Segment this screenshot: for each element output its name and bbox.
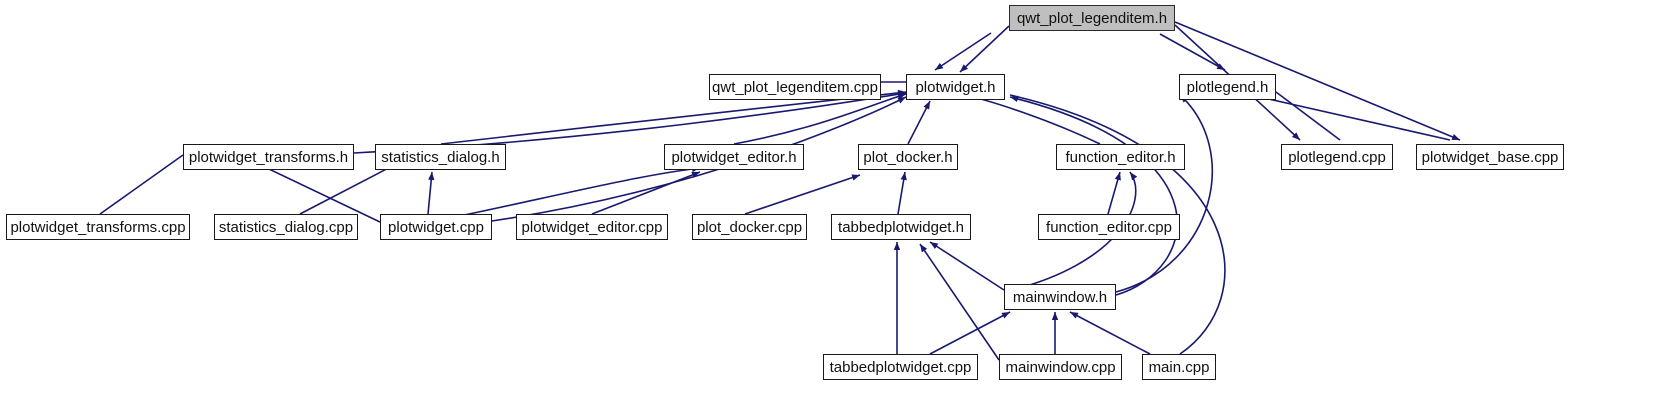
graph-node-qwt-plot-legenditem-cpp[interactable]: qwt_plot_legenditem.cpp	[709, 74, 881, 100]
graph-node-label: function_editor.cpp	[1046, 218, 1172, 236]
dependency-edge	[897, 171, 907, 215]
graph-node-label: statistics_dialog.h	[381, 148, 500, 166]
graph-node-label: plotwidget_transforms.h	[188, 148, 349, 166]
dependency-edge	[1107, 171, 1121, 215]
graph-node-main-cpp[interactable]: main.cpp	[1142, 354, 1216, 380]
graph-node-statistics-dialog-h[interactable]: statistics_dialog.h	[375, 144, 506, 170]
dependency-edge	[1115, 94, 1213, 293]
dependency-edge	[959, 92, 1101, 145]
dependency-edge	[744, 174, 861, 215]
graph-node-plotlegend-h[interactable]: plotlegend.h	[1179, 74, 1276, 100]
graph-node-plotwidget-h[interactable]: plotwidget.h	[906, 74, 1005, 100]
graph-node-label: plotwidget_editor.cpp	[521, 218, 663, 236]
graph-node-tabbedplotwidget-h[interactable]: tabbedplotwidget.h	[831, 214, 971, 240]
dependency-edge	[1275, 91, 1341, 141]
graph-node-label: qwt_plot_legenditem.cpp	[712, 78, 878, 96]
graph-node-plotlegend-cpp[interactable]: plotlegend.cpp	[1281, 144, 1393, 170]
dependency-edge	[459, 165, 701, 217]
dependency-edge	[1259, 96, 1451, 141]
graph-node-label: plotwidget.h	[915, 78, 996, 96]
dependency-edge	[919, 243, 1000, 361]
graph-node-label: qwt_plot_legenditem.h	[1016, 9, 1168, 27]
dependency-edge	[907, 100, 931, 145]
graph-node-label: plotlegend.cpp	[1288, 148, 1386, 166]
graph-node-label: plotwidget.cpp	[388, 218, 484, 236]
graph-node-label: tabbedplotwidget.h	[838, 218, 964, 236]
dependency-edge	[591, 171, 701, 215]
graph-node-label: main.cpp	[1148, 358, 1210, 376]
dependency-edge	[1009, 95, 1179, 296]
graph-node-tabbedplotwidget-cpp[interactable]: tabbedplotwidget.cpp	[823, 354, 978, 380]
graph-node-label: mainwindow.cpp	[1005, 358, 1116, 376]
dependency-edge	[99, 154, 184, 215]
graph-node-plot-docker-cpp[interactable]: plot_docker.cpp	[692, 214, 807, 240]
dependency-edge	[1159, 33, 1226, 71]
dependency-edge	[929, 311, 1011, 355]
dependency-edge	[1069, 311, 1151, 355]
graph-node-plotwidget-transforms-h[interactable]: plotwidget_transforms.h	[183, 144, 354, 170]
graph-node-label: mainwindow.h	[1012, 288, 1108, 306]
graph-node-plotwidget-editor-cpp[interactable]: plotwidget_editor.cpp	[516, 214, 668, 240]
graph-node-statistics-dialog-cpp[interactable]: statistics_dialog.cpp	[214, 214, 358, 240]
graph-node-mainwindow-h[interactable]: mainwindow.h	[1004, 284, 1116, 310]
dependency-edge	[733, 93, 907, 145]
graph-node-label: tabbedplotwidget.cpp	[829, 358, 972, 376]
graph-node-label: plot_docker.h	[863, 148, 953, 166]
dependency-edge	[427, 171, 435, 215]
graph-node-function-editor-h[interactable]: function_editor.h	[1056, 144, 1185, 170]
graph-node-label: plotwidget_base.cpp	[1421, 148, 1559, 166]
graph-node-qwt-plot-legenditem-h: qwt_plot_legenditem.h	[1009, 5, 1175, 31]
graph-node-label: statistics_dialog.cpp	[218, 218, 354, 236]
graph-node-label: plot_docker.cpp	[696, 218, 803, 236]
dependency-edge	[959, 25, 1010, 73]
graph-node-label: plotlegend.h	[1186, 78, 1269, 96]
graph-node-plot-docker-h[interactable]: plot_docker.h	[858, 144, 958, 170]
graph-node-function-editor-cpp[interactable]: function_editor.cpp	[1038, 214, 1180, 240]
graph-node-mainwindow-cpp[interactable]: mainwindow.cpp	[999, 354, 1122, 380]
graph-node-plotwidget-cpp[interactable]: plotwidget.cpp	[380, 214, 492, 240]
graph-node-plotwidget-base-cpp[interactable]: plotwidget_base.cpp	[1416, 144, 1564, 170]
graph-node-plotwidget-editor-h[interactable]: plotwidget_editor.h	[664, 144, 804, 170]
graph-node-label: function_editor.h	[1065, 148, 1176, 166]
dependency-edge	[929, 241, 1005, 291]
graph-node-label: plotwidget_transforms.cpp	[10, 218, 186, 236]
dependency-edge	[934, 32, 992, 71]
graph-node-label: plotwidget_editor.h	[671, 148, 797, 166]
graph-node-plotwidget-transforms-cpp[interactable]: plotwidget_transforms.cpp	[6, 214, 190, 240]
